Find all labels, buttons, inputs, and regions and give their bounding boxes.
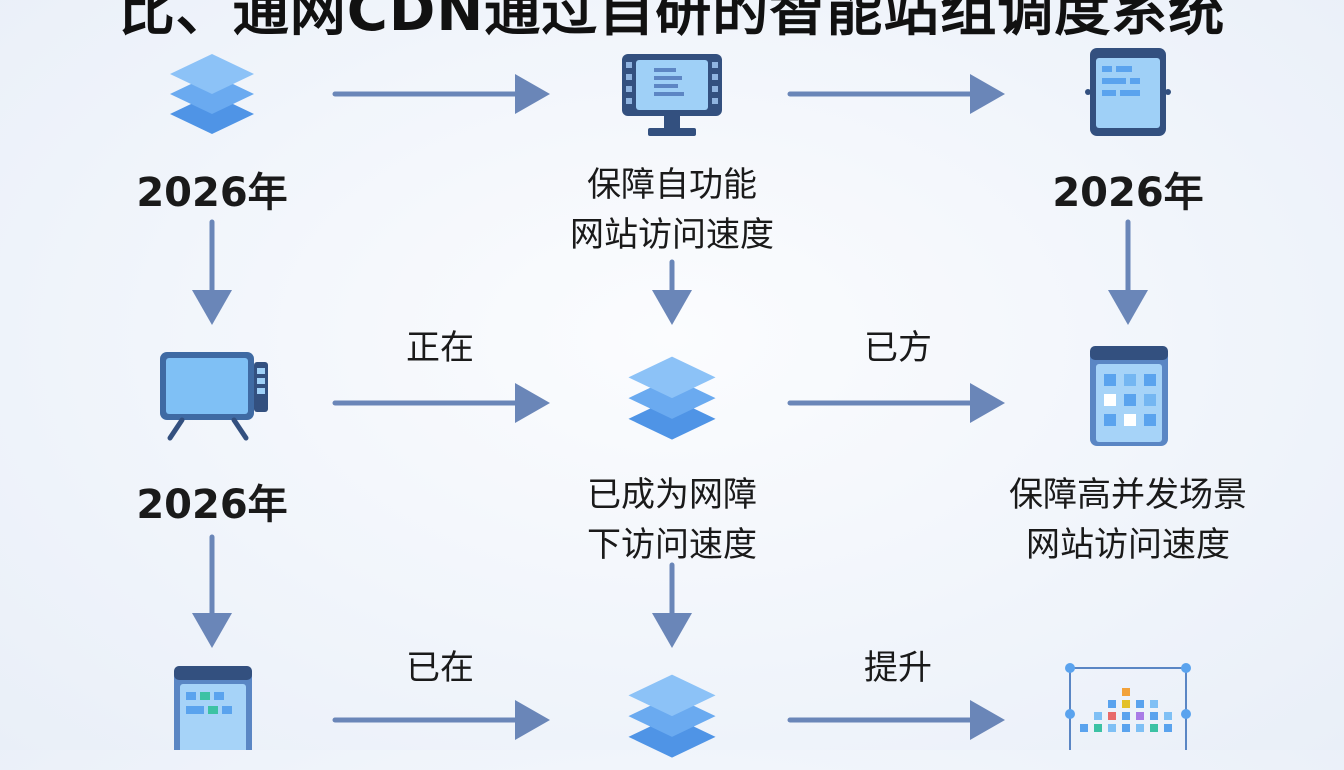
layers-icon: [628, 356, 716, 440]
window-icon: [174, 666, 252, 750]
monitor-icon: [622, 54, 722, 136]
edge-r2-left-label: 正在: [406, 328, 474, 368]
node-r2c2-label-line2: 下访问速度: [587, 525, 757, 565]
node-r2c1-label: 2026年: [136, 482, 288, 528]
edge-r3-left-label: 已在: [406, 648, 474, 688]
selection-grid-icon: [1065, 663, 1191, 750]
node-r2c3-label-line1: 保障高并发场景: [1009, 475, 1247, 515]
node-r2c3-label-line2: 网站访问速度: [1026, 525, 1230, 565]
tv-icon: [160, 352, 268, 441]
edge-r3-right-label: 提升: [864, 648, 932, 688]
layers-icon: [628, 674, 716, 758]
node-r1c1-label: 2026年: [136, 170, 288, 216]
tablet-grid-icon: [1090, 346, 1168, 446]
edge-r2-right-label: 已方: [864, 328, 932, 368]
layers-icon: [170, 54, 254, 134]
node-r2c2-label-line1: 已成为网障: [587, 475, 757, 515]
node-r1c3-label: 2026年: [1052, 170, 1204, 216]
tablet-icon: [1085, 48, 1171, 136]
node-r1c2-label-line1: 保障自功能: [587, 165, 757, 205]
arrow-layer: [192, 74, 1148, 740]
node-r1c2-label-line2: 网站访问速度: [570, 215, 774, 255]
diagram-title: 比、通网CDN通过自研的智能站组调度系统: [118, 0, 1226, 44]
